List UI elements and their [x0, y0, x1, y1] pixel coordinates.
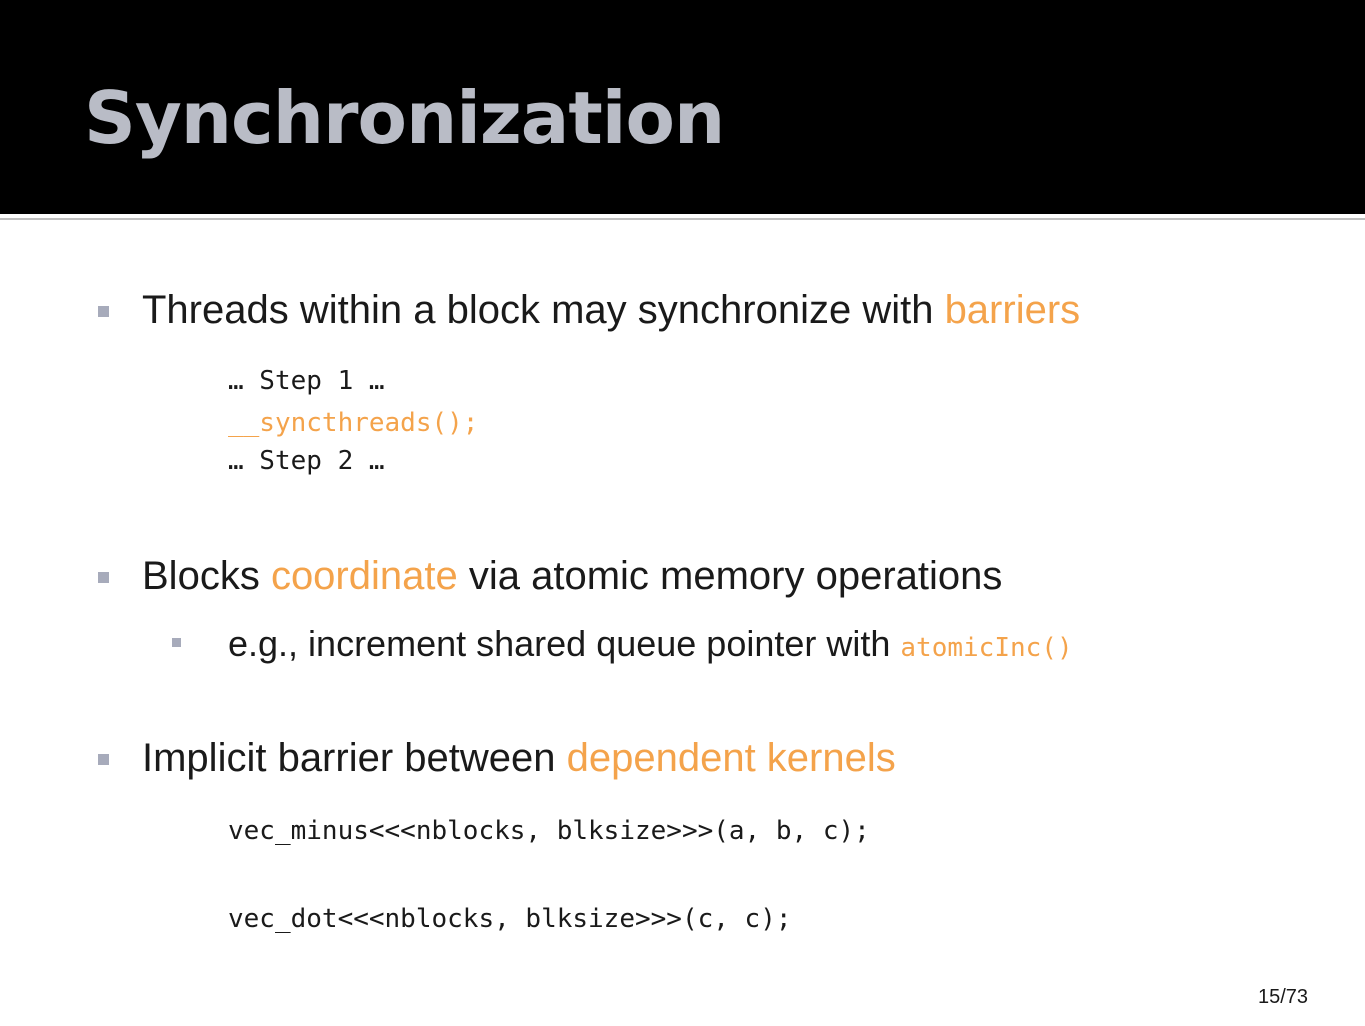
- bullet-3: Implicit barrier between dependent kerne…: [142, 734, 896, 782]
- slide-body: [0, 218, 1365, 1026]
- kernel-barrier-dashes: [186, 875, 988, 883]
- code-line-step1: … Step 1 …: [228, 366, 385, 396]
- sub-bullet: e.g., increment shared queue pointer wit…: [228, 622, 1073, 670]
- page-number: 15/73: [1258, 986, 1309, 1008]
- code-line-vec-dot: vec_dot<<<nblocks, blksize>>>(c, c);: [228, 904, 792, 934]
- slide-title: Synchronization: [84, 76, 725, 160]
- bullet-1: Threads within a block may synchronize w…: [142, 286, 1080, 334]
- sub-bullet-marker: [172, 638, 181, 647]
- bullet-marker-2: [98, 572, 109, 583]
- code-line-vec-minus: vec_minus<<<nblocks, blksize>>>(a, b, c)…: [228, 816, 870, 846]
- slide-header: Synchronization: [0, 0, 1365, 214]
- bullet-3-highlight: dependent kernels: [566, 736, 896, 780]
- bullet-1-text: Threads within a block may synchronize w…: [142, 288, 945, 332]
- bullet-1-highlight: barriers: [944, 288, 1081, 332]
- header-divider: [0, 214, 1365, 218]
- code-line-syncthreads: __syncthreads();: [228, 408, 479, 438]
- bullet-2-post: via atomic memory operations: [457, 554, 1003, 598]
- bullet-2-pre: Blocks: [142, 554, 271, 598]
- sub-bullet-code: atomicInc(): [900, 633, 1073, 663]
- bullet-3-text: Implicit barrier between: [142, 736, 567, 780]
- bullet-2-highlight: coordinate: [270, 554, 458, 598]
- bullet-marker-3: [98, 754, 109, 765]
- code-line-step2: … Step 2 …: [228, 446, 385, 476]
- bullet-2: Blocks coordinate via atomic memory oper…: [142, 552, 1002, 600]
- bullet-marker-1: [98, 306, 109, 317]
- sub-bullet-text: e.g., increment shared queue pointer wit…: [228, 623, 901, 664]
